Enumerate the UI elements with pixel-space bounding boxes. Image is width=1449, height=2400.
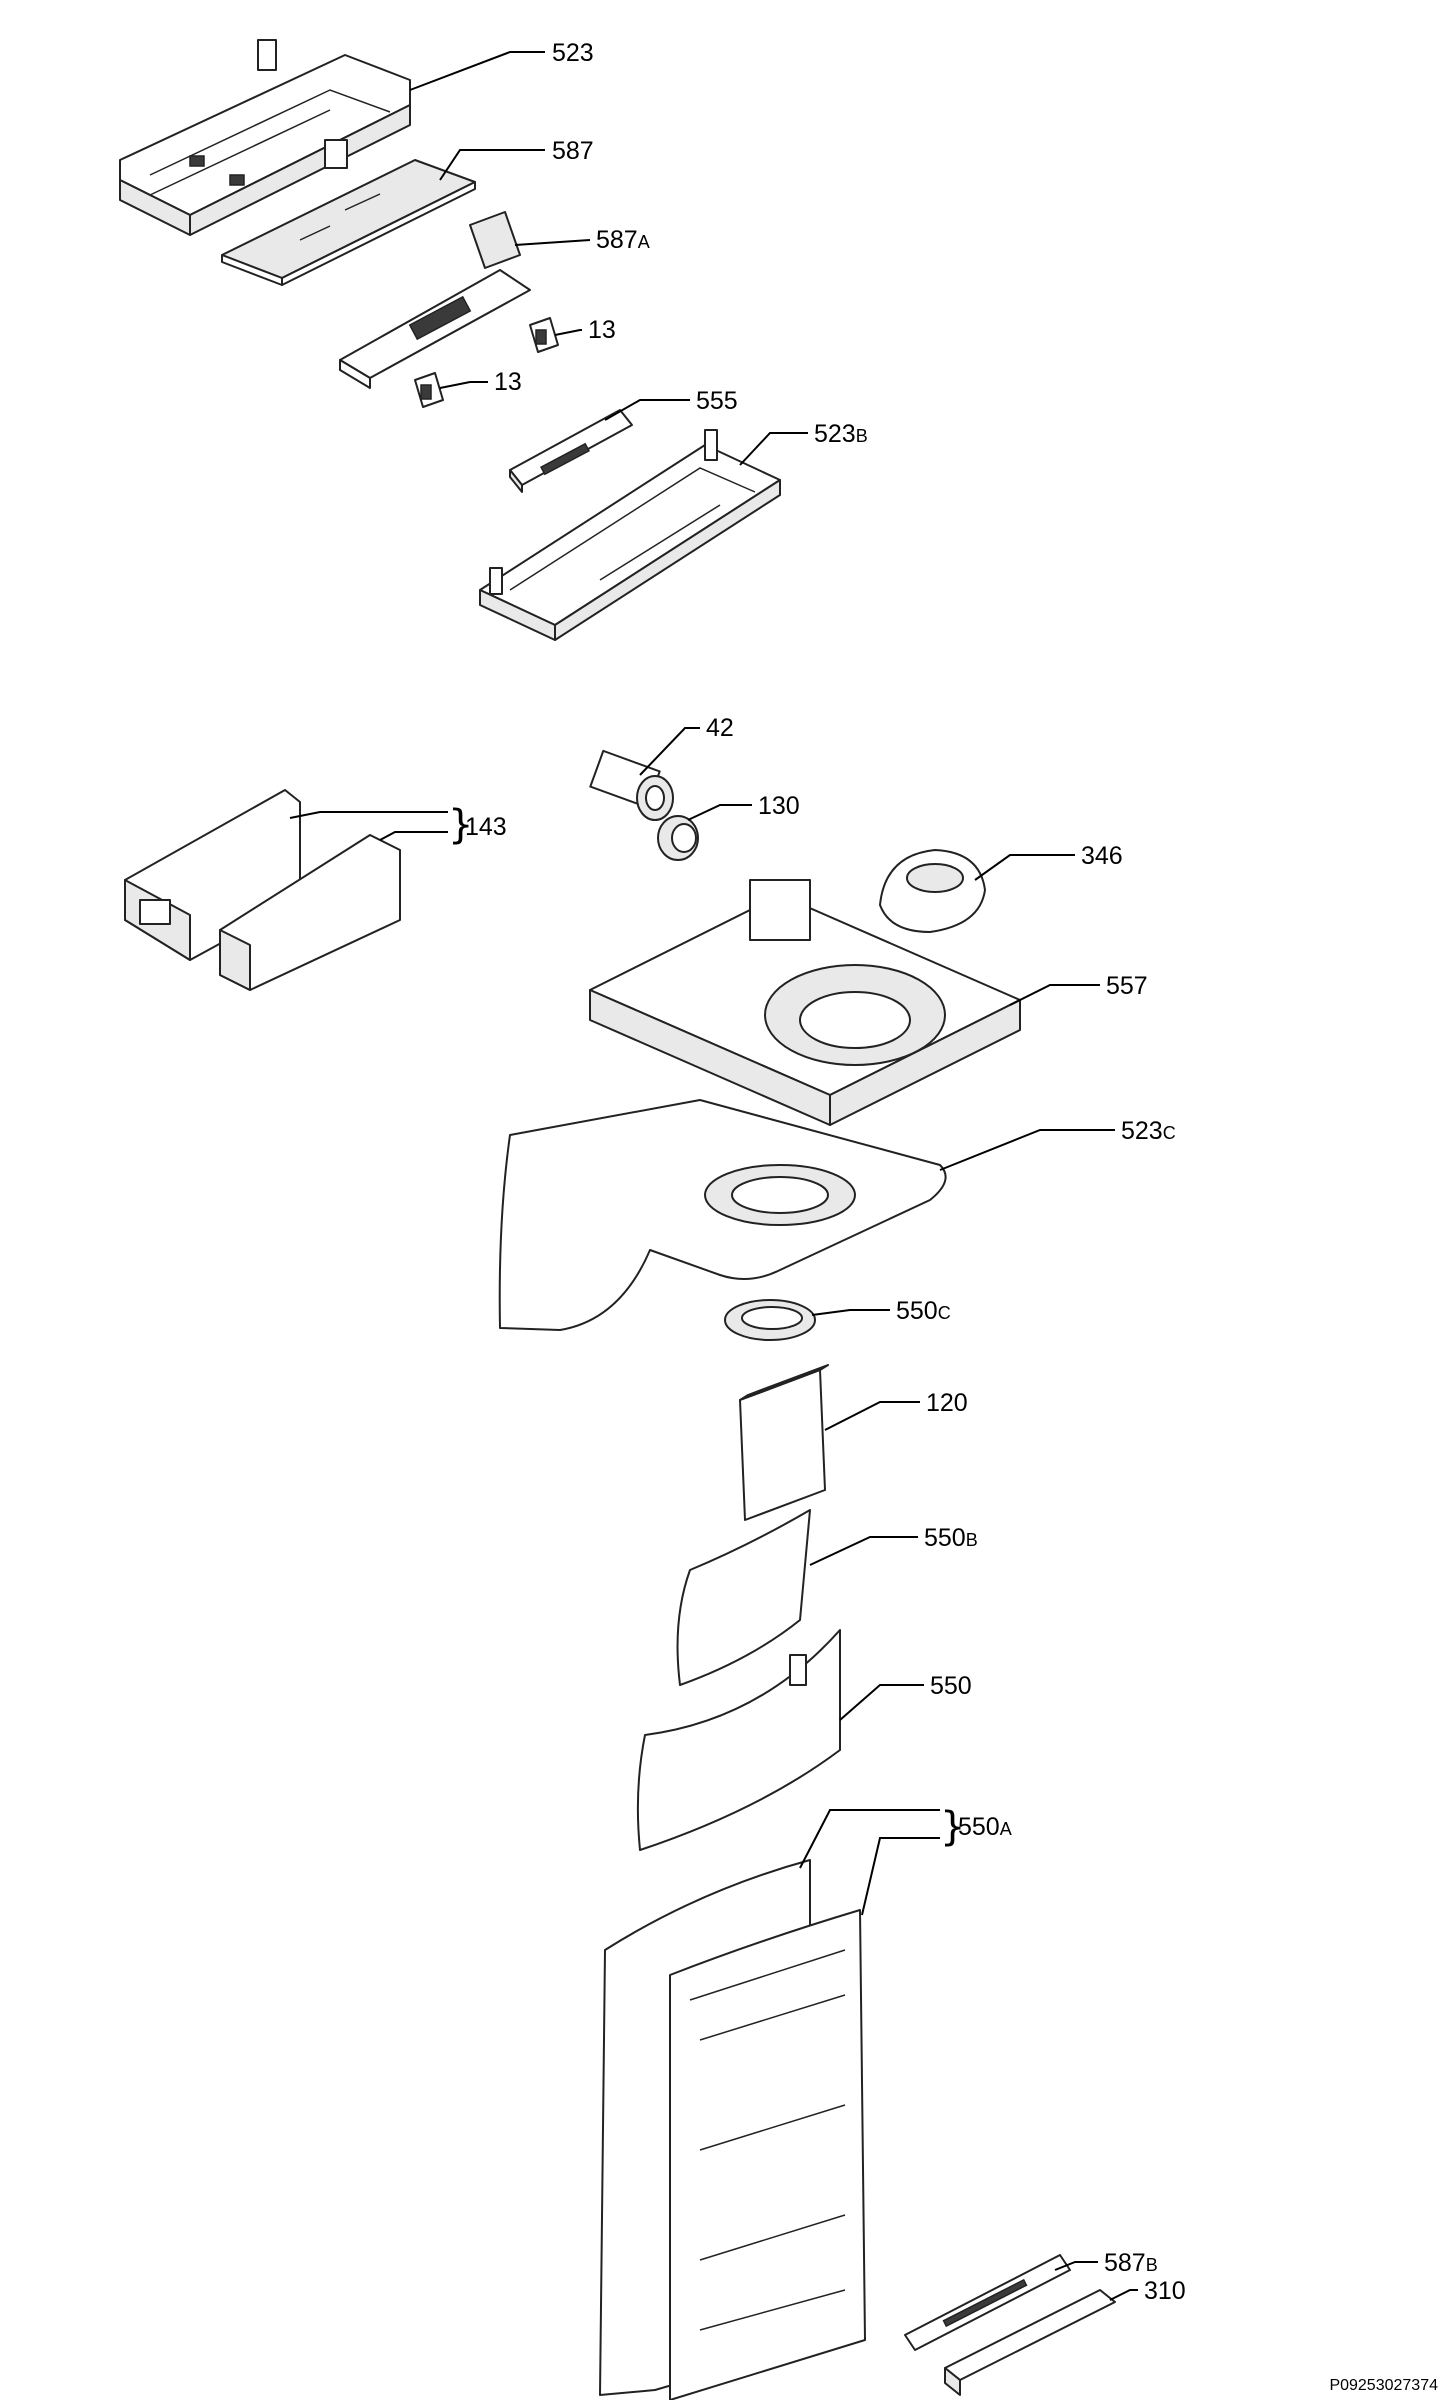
label-346: 346 [1081, 842, 1123, 870]
leader-587 [439, 149, 545, 181]
leader-346 [974, 854, 1075, 881]
label-120: 120 [926, 1389, 968, 1417]
leader-523c [939, 1129, 1115, 1171]
part-523-control-housing [119, 39, 411, 236]
part-13-clip-lower [414, 372, 444, 408]
part-550c-ring [724, 1299, 816, 1341]
leader-550b [809, 1536, 918, 1566]
part-550b-inner-paddle [676, 1509, 811, 1686]
label-13-upper: 13 [588, 316, 616, 344]
label-587a: 587A [596, 226, 650, 254]
leader-550a-b [861, 1837, 940, 1916]
label-555: 555 [696, 387, 738, 415]
label-550c: 550C [896, 1297, 951, 1325]
label-42: 42 [706, 714, 734, 742]
leader-42 [639, 727, 700, 776]
brace-143: } [448, 802, 473, 848]
label-310: 310 [1144, 2277, 1186, 2305]
leader-550c [811, 1309, 890, 1316]
part-130-lamp [657, 815, 699, 861]
callout-labels: 523 587 587A 13 13 555 523B 42 130 143 3… [465, 39, 1186, 2305]
label-130: 130 [758, 792, 800, 820]
part-550-dispenser-paddle [636, 1629, 841, 1851]
part-310-trim-strip [944, 2289, 1116, 2396]
leader-550 [839, 1684, 924, 1721]
label-557: 557 [1106, 972, 1148, 1000]
label-523: 523 [552, 39, 594, 67]
part-346-cover-cap [879, 849, 986, 933]
part-523b-housing-tray [479, 429, 781, 641]
brace-550a: } [940, 1804, 965, 1850]
leader-555 [604, 399, 690, 421]
label-550b: 550B [924, 1524, 978, 1552]
label-523c: 523C [1121, 1117, 1176, 1145]
part-587a-connector-board [339, 211, 531, 389]
part-13-clip-upper [529, 317, 559, 353]
leader-310 [1109, 2289, 1138, 2301]
part-143-duct-assembly [124, 789, 401, 991]
part-557-funnel-frame [589, 879, 1021, 1126]
leader-143b [379, 831, 448, 841]
leader-120 [824, 1401, 920, 1431]
label-550: 550 [930, 1672, 972, 1700]
leader-557 [1009, 984, 1100, 1006]
label-13-lower: 13 [494, 368, 522, 396]
leader-587b [1054, 2261, 1098, 2271]
leader-lines [289, 51, 1138, 2301]
part-120-filter-pad [739, 1364, 829, 1521]
label-550a: 550A [958, 1813, 1012, 1841]
label-523b: 523B [814, 420, 868, 448]
leader-13a [554, 329, 582, 336]
leader-130 [687, 804, 752, 821]
part-523c-front-panel [498, 1099, 947, 1331]
part-587-circuit-board [221, 159, 476, 286]
leader-13b [439, 381, 488, 389]
label-143: 143 [465, 813, 507, 841]
part-587b-switch-board [904, 2254, 1071, 2351]
part-42-lamp-holder [589, 749, 674, 821]
leader-587a [514, 239, 591, 246]
leader-523b [739, 432, 808, 466]
part-555-bracket [509, 409, 633, 493]
label-587b: 587B [1104, 2249, 1158, 2277]
leader-550a-a [799, 1809, 940, 1869]
drawing-code: P09253027374 [1329, 2377, 1438, 2394]
label-587: 587 [552, 137, 594, 165]
part-550a-door-panels [599, 1859, 866, 2400]
leader-523 [409, 51, 545, 91]
leader-143a [289, 811, 448, 819]
